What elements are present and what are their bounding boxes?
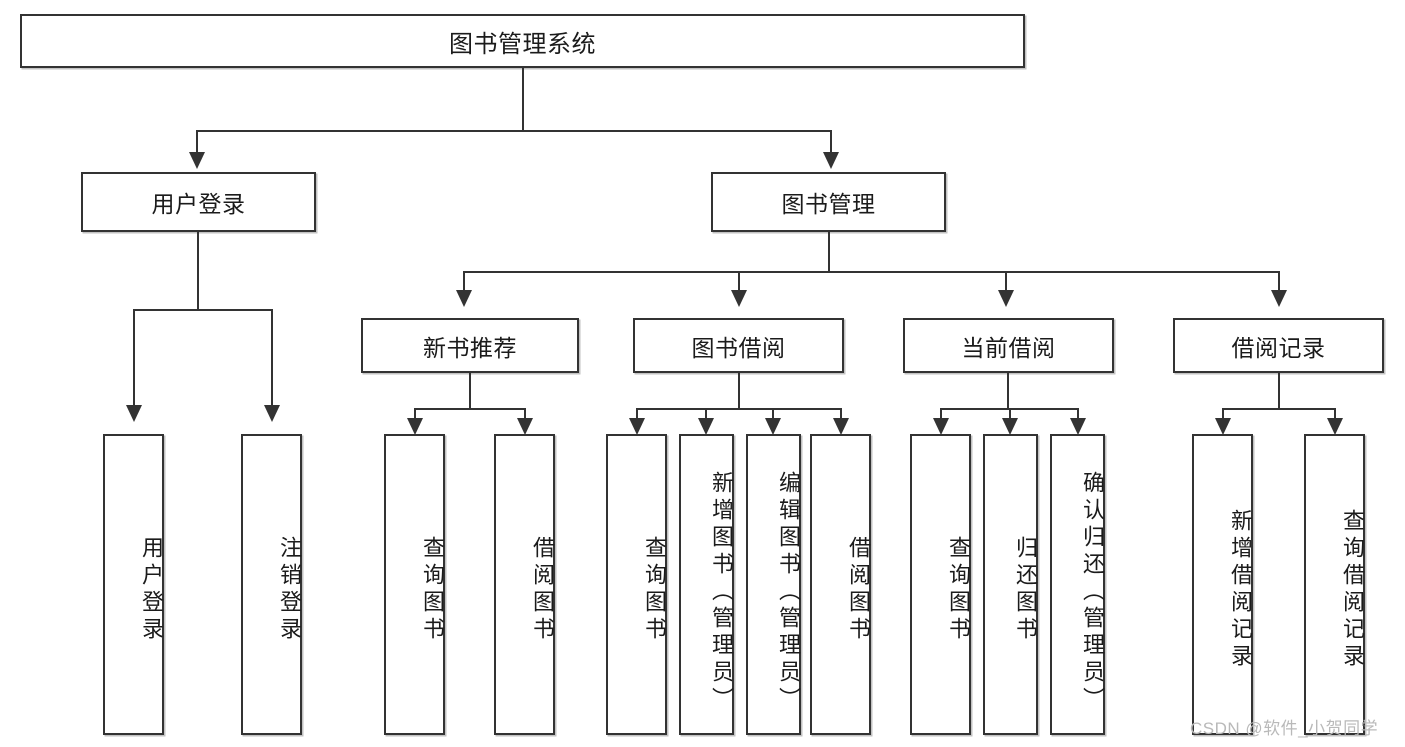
node-new-book-recommend[interactable]: 新书推荐	[361, 318, 579, 373]
edge-current-borrow-l2	[1009, 408, 1011, 422]
edge-book-borrow-stem	[738, 373, 740, 409]
edge-root-bus	[196, 130, 832, 132]
edge-new-book-stem	[469, 373, 471, 409]
leaf-borrow-book[interactable]: 借阅图书	[810, 434, 871, 735]
leaf-logout[interactable]: 注销登录	[241, 434, 302, 735]
edge-book-borrow-bus	[636, 408, 841, 410]
edge-borrow-record-stem	[1278, 373, 1280, 409]
arrow-current-borrow-l3	[1070, 418, 1086, 435]
node-root-system[interactable]: 图书管理系统	[20, 14, 1025, 68]
arrow-to-current-borrow	[998, 290, 1014, 307]
leaf-query-borrow-record[interactable]: 查询借阅记录	[1304, 434, 1365, 735]
arrow-borrow-record-l1	[1215, 418, 1231, 435]
edge-user-login-bus	[133, 309, 273, 311]
edge-root-to-book-mgmt	[830, 130, 832, 154]
leaf-query-book-recommend[interactable]: 查询图书	[384, 434, 445, 735]
edge-borrow-record-l2	[1334, 408, 1336, 422]
arrow-to-borrow-record	[1271, 290, 1287, 307]
edge-to-new-book	[463, 271, 465, 293]
edge-to-borrow-record	[1278, 271, 1280, 293]
edge-book-mgmt-stem	[828, 232, 830, 272]
leaf-return-book[interactable]: 归还图书	[983, 434, 1038, 735]
leaf-add-borrow-record[interactable]: 新增借阅记录	[1192, 434, 1253, 735]
arrow-to-new-book	[456, 290, 472, 307]
edge-borrow-record-l1	[1222, 408, 1224, 422]
csdn-watermark: CSDN @软件_小贺同学	[1190, 719, 1379, 738]
arrow-to-book-borrow	[731, 290, 747, 307]
leaf-confirm-return-admin[interactable]: 确认归还（管理员）	[1050, 434, 1105, 735]
edge-to-book-borrow	[738, 271, 740, 293]
edge-root-stem	[522, 68, 524, 130]
edge-new-book-l2	[524, 408, 526, 422]
node-book-management[interactable]: 图书管理	[711, 172, 946, 232]
arrow-book-borrow-l4	[833, 418, 849, 435]
arrow-book-borrow-l3	[765, 418, 781, 435]
arrow-current-borrow-l1	[933, 418, 949, 435]
leaf-borrow-book-recommend[interactable]: 借阅图书	[494, 434, 555, 735]
edge-new-book-l1	[414, 408, 416, 422]
node-book-borrow[interactable]: 图书借阅	[633, 318, 844, 373]
node-borrow-record[interactable]: 借阅记录	[1173, 318, 1384, 373]
edge-new-book-bus	[414, 408, 525, 410]
edge-book-borrow-l3	[772, 408, 774, 422]
edge-book-borrow-l1	[636, 408, 638, 422]
arrow-new-book-l1	[407, 418, 423, 435]
edge-current-borrow-l1	[940, 408, 942, 422]
leaf-query-book-current[interactable]: 查询图书	[910, 434, 971, 735]
edge-user-login-stem	[197, 232, 199, 310]
leaf-edit-book-admin[interactable]: 编辑图书（管理员）	[746, 434, 801, 735]
leaf-query-book-borrow[interactable]: 查询图书	[606, 434, 667, 735]
arrow-borrow-record-l2	[1327, 418, 1343, 435]
arrow-book-borrow-l2	[698, 418, 714, 435]
arrow-new-book-l2	[517, 418, 533, 435]
arrow-book-borrow-l1	[629, 418, 645, 435]
leaf-user-login[interactable]: 用户登录	[103, 434, 164, 735]
arrow-to-leaf-user-login	[126, 405, 142, 422]
node-current-borrow[interactable]: 当前借阅	[903, 318, 1114, 373]
edge-to-leaf-logout	[271, 309, 273, 409]
edge-root-to-user-login	[196, 130, 198, 154]
edge-book-borrow-l2	[705, 408, 707, 422]
edge-to-current-borrow	[1005, 271, 1007, 293]
arrow-to-book-mgmt	[823, 152, 839, 169]
arrow-to-user-login	[189, 152, 205, 169]
arrow-to-leaf-logout	[264, 405, 280, 422]
edge-borrow-record-bus	[1222, 408, 1336, 410]
node-user-login[interactable]: 用户登录	[81, 172, 316, 232]
edge-book-borrow-l4	[840, 408, 842, 422]
edge-book-mgmt-bus	[463, 271, 1280, 273]
edge-current-borrow-stem	[1007, 373, 1009, 409]
leaf-add-book-admin[interactable]: 新增图书（管理员）	[679, 434, 734, 735]
edge-to-leaf-user-login	[133, 309, 135, 409]
edge-current-borrow-l3	[1077, 408, 1079, 422]
arrow-current-borrow-l2	[1002, 418, 1018, 435]
